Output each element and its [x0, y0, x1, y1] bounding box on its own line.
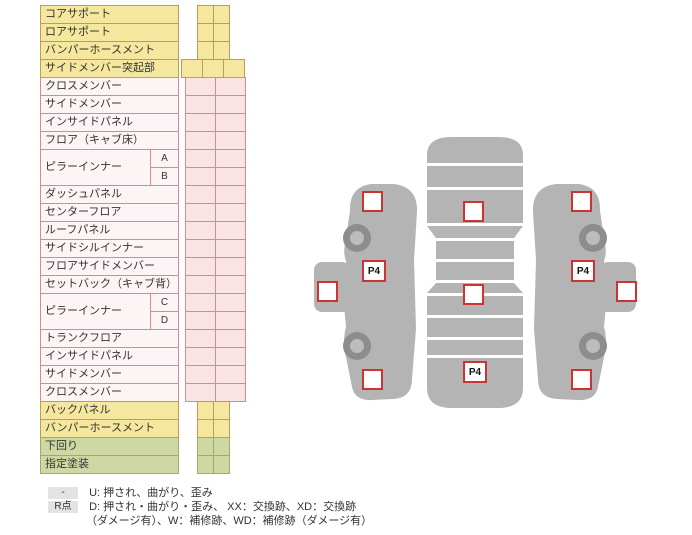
car-top-view	[427, 137, 523, 408]
part-row: サイドメンバー突起部	[40, 59, 246, 78]
part-label: ダッシュパネル	[40, 185, 179, 204]
wheel-icons	[343, 224, 607, 360]
left-center-marker[interactable]: P4	[362, 260, 386, 282]
left-front-marker[interactable]	[362, 191, 383, 212]
legend-text: （ダメージ有）、W：補修跡、WD：補修跡（ダメージ有）	[86, 515, 373, 527]
part-row: 指定塗装	[40, 455, 246, 474]
part-row: コアサポート	[40, 5, 246, 24]
right-center-marker[interactable]: P4	[571, 260, 595, 282]
right-rear-marker[interactable]	[571, 369, 592, 390]
damage-code-legend: - U: 押され、曲がり、歪み R点 D: 押され・曲がり・歪み、 XX：交換跡…	[48, 486, 372, 528]
center-rear-marker[interactable]: P4	[463, 361, 487, 383]
left-outer-marker[interactable]	[317, 281, 338, 302]
legend-line: R点 D: 押され・曲がり・歪み、 XX：交換跡、XD：交換跡	[48, 500, 372, 514]
part-label: フロア（キャブ床）	[40, 131, 179, 150]
part-label: サイドシルインナー	[40, 239, 179, 258]
part-label: バンパーホースメント	[40, 41, 179, 60]
part-label: サイドメンバー	[40, 95, 179, 114]
right-outer-marker[interactable]	[616, 281, 637, 302]
part-row: ロアサポート	[40, 23, 246, 42]
right-front-marker[interactable]	[571, 191, 592, 212]
legend-key-minor: -	[48, 487, 78, 500]
part-row: サイドシルインナー	[40, 239, 246, 258]
part-label: 指定塗装	[40, 455, 179, 474]
part-label: サイドメンバー突起部	[40, 59, 179, 78]
part-label: インサイドパネル	[40, 113, 179, 132]
part-row: インサイドパネル	[40, 113, 246, 132]
part-row: セットバック（キャブ背）	[40, 275, 246, 294]
part-label: バンパーホースメント	[40, 419, 179, 438]
center-front-marker[interactable]	[463, 201, 484, 222]
part-label: サイドメンバー	[40, 365, 179, 384]
part-row: トランクフロア	[40, 329, 246, 348]
part-label: ロアサポート	[40, 23, 179, 42]
part-label: センターフロア	[40, 203, 179, 222]
grade-cell[interactable]	[213, 455, 230, 474]
part-label: クロスメンバー	[40, 383, 179, 402]
part-row: クロスメンバー	[40, 383, 246, 402]
legend-key-rpoint: R点	[48, 501, 78, 514]
legend-line: - U: 押され、曲がり、歪み	[48, 486, 372, 500]
part-row: サイドメンバー	[40, 365, 246, 384]
legend-text: U: 押され、曲がり、歪み	[89, 487, 213, 499]
part-row: クロスメンバー	[40, 77, 246, 96]
legend-line: （ダメージ有）、W：補修跡、WD：補修跡（ダメージ有）	[48, 514, 372, 528]
part-row: バンパーホースメント	[40, 419, 246, 438]
part-row: サイドメンバー	[40, 95, 246, 114]
left-rear-marker[interactable]	[362, 369, 383, 390]
part-label: セットバック（キャブ背）	[40, 275, 179, 294]
part-row: フロア（キャブ床）	[40, 131, 246, 150]
damage-parts-table: コアサポートロアサポートバンパーホースメントサイドメンバー突起部クロスメンバーサ…	[40, 5, 246, 474]
part-label: トランクフロア	[40, 329, 179, 348]
legend-text: D: 押され・曲がり・歪み、 XX：交換跡、XD：交換跡	[89, 501, 357, 513]
part-row: ルーフパネル	[40, 221, 246, 240]
part-row: バンパーホースメント	[40, 41, 246, 60]
grade-cell[interactable]	[215, 383, 246, 402]
center-middle-marker[interactable]	[463, 284, 484, 305]
part-label: ピラーインナー	[40, 293, 151, 330]
